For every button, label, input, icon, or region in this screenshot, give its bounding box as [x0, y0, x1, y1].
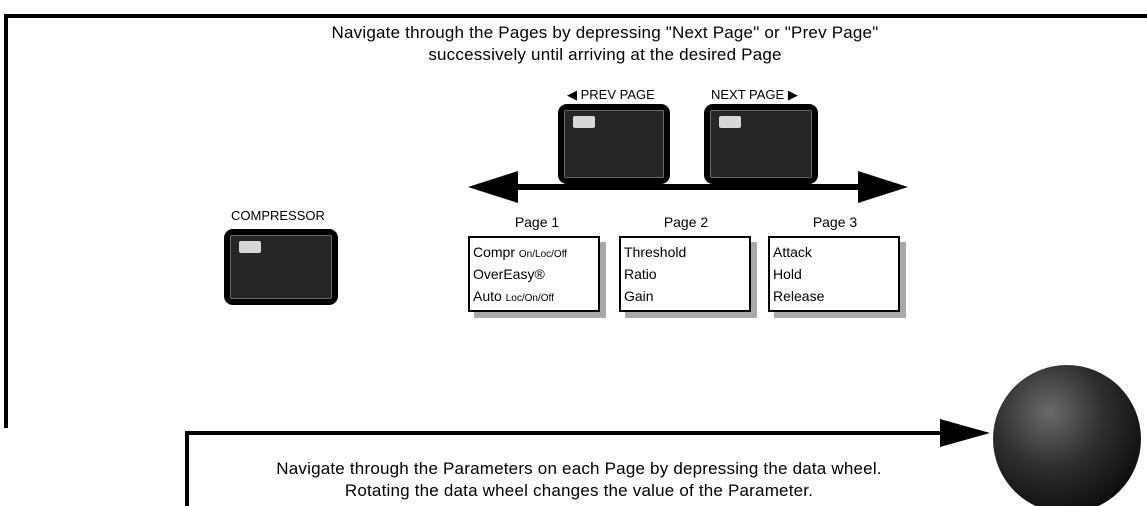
param-name: Attack	[773, 244, 812, 260]
page-2-param-ratio: Ratio	[624, 266, 657, 282]
page-1-param-auto: Auto Loc/On/Off	[473, 288, 554, 304]
page-3-title: Page 3	[812, 214, 858, 230]
compressor-label: COMPRESSOR	[231, 208, 325, 223]
page-2-param-gain: Gain	[624, 288, 654, 304]
param-name: Compr	[473, 244, 516, 260]
next-page-label: NEXT PAGE ▶	[711, 87, 798, 102]
param-name: Gain	[624, 288, 654, 304]
page-2-param-threshold: Threshold	[624, 244, 686, 260]
next-page-button-face	[710, 110, 812, 178]
prev-page-button[interactable]	[558, 104, 670, 184]
top-instruction-line-1: Navigate through the Pages by depressing…	[331, 23, 879, 42]
prev-page-label: ◀ PREV PAGE	[567, 87, 655, 102]
page-2-box: Threshold Ratio Gain	[619, 236, 751, 312]
param-name: Ratio	[624, 266, 657, 282]
prev-page-button-face	[564, 110, 664, 178]
page-1-box: Compr On/Loc/Off OverEasy® Auto Loc/On/O…	[468, 236, 600, 312]
param-name: Hold	[773, 266, 802, 282]
next-page-button[interactable]	[704, 104, 818, 184]
compressor-led-indicator	[239, 241, 261, 253]
prev-page-led-indicator	[573, 116, 595, 128]
page-3-param-attack: Attack	[773, 244, 812, 260]
page-3-param-release: Release	[773, 288, 824, 304]
page-1-param-compr: Compr On/Loc/Off	[473, 244, 567, 260]
bottom-instruction-line-1: Navigate through the Parameters on each …	[276, 459, 882, 478]
page-1-param-overeasy: OverEasy®	[473, 266, 545, 282]
param-name: Release	[773, 288, 825, 304]
param-options: On/Loc/Off	[518, 249, 568, 260]
next-page-led-indicator	[719, 116, 741, 128]
data-wheel[interactable]	[991, 364, 1143, 506]
bottom-instruction-line-2: Rotating the data wheel changes the valu…	[344, 481, 814, 500]
page-2-title: Page 2	[663, 214, 709, 230]
compressor-button-face	[230, 235, 332, 299]
top-instruction-line-2: successively until arriving at the desir…	[428, 45, 782, 64]
page-3-param-hold: Hold	[773, 266, 802, 282]
page-3-box: Attack Hold Release	[768, 236, 900, 312]
param-name: Auto	[473, 288, 502, 304]
page-1-title: Page 1	[514, 214, 560, 230]
param-name: OverEasy®	[473, 266, 545, 282]
bottom-instruction: Navigate through the Parameters on each …	[194, 458, 964, 502]
param-options: Loc/On/Off	[505, 293, 554, 304]
compressor-button[interactable]	[224, 229, 338, 305]
top-instruction: Navigate through the Pages by depressing…	[180, 22, 1030, 66]
param-name: Threshold	[624, 244, 687, 260]
